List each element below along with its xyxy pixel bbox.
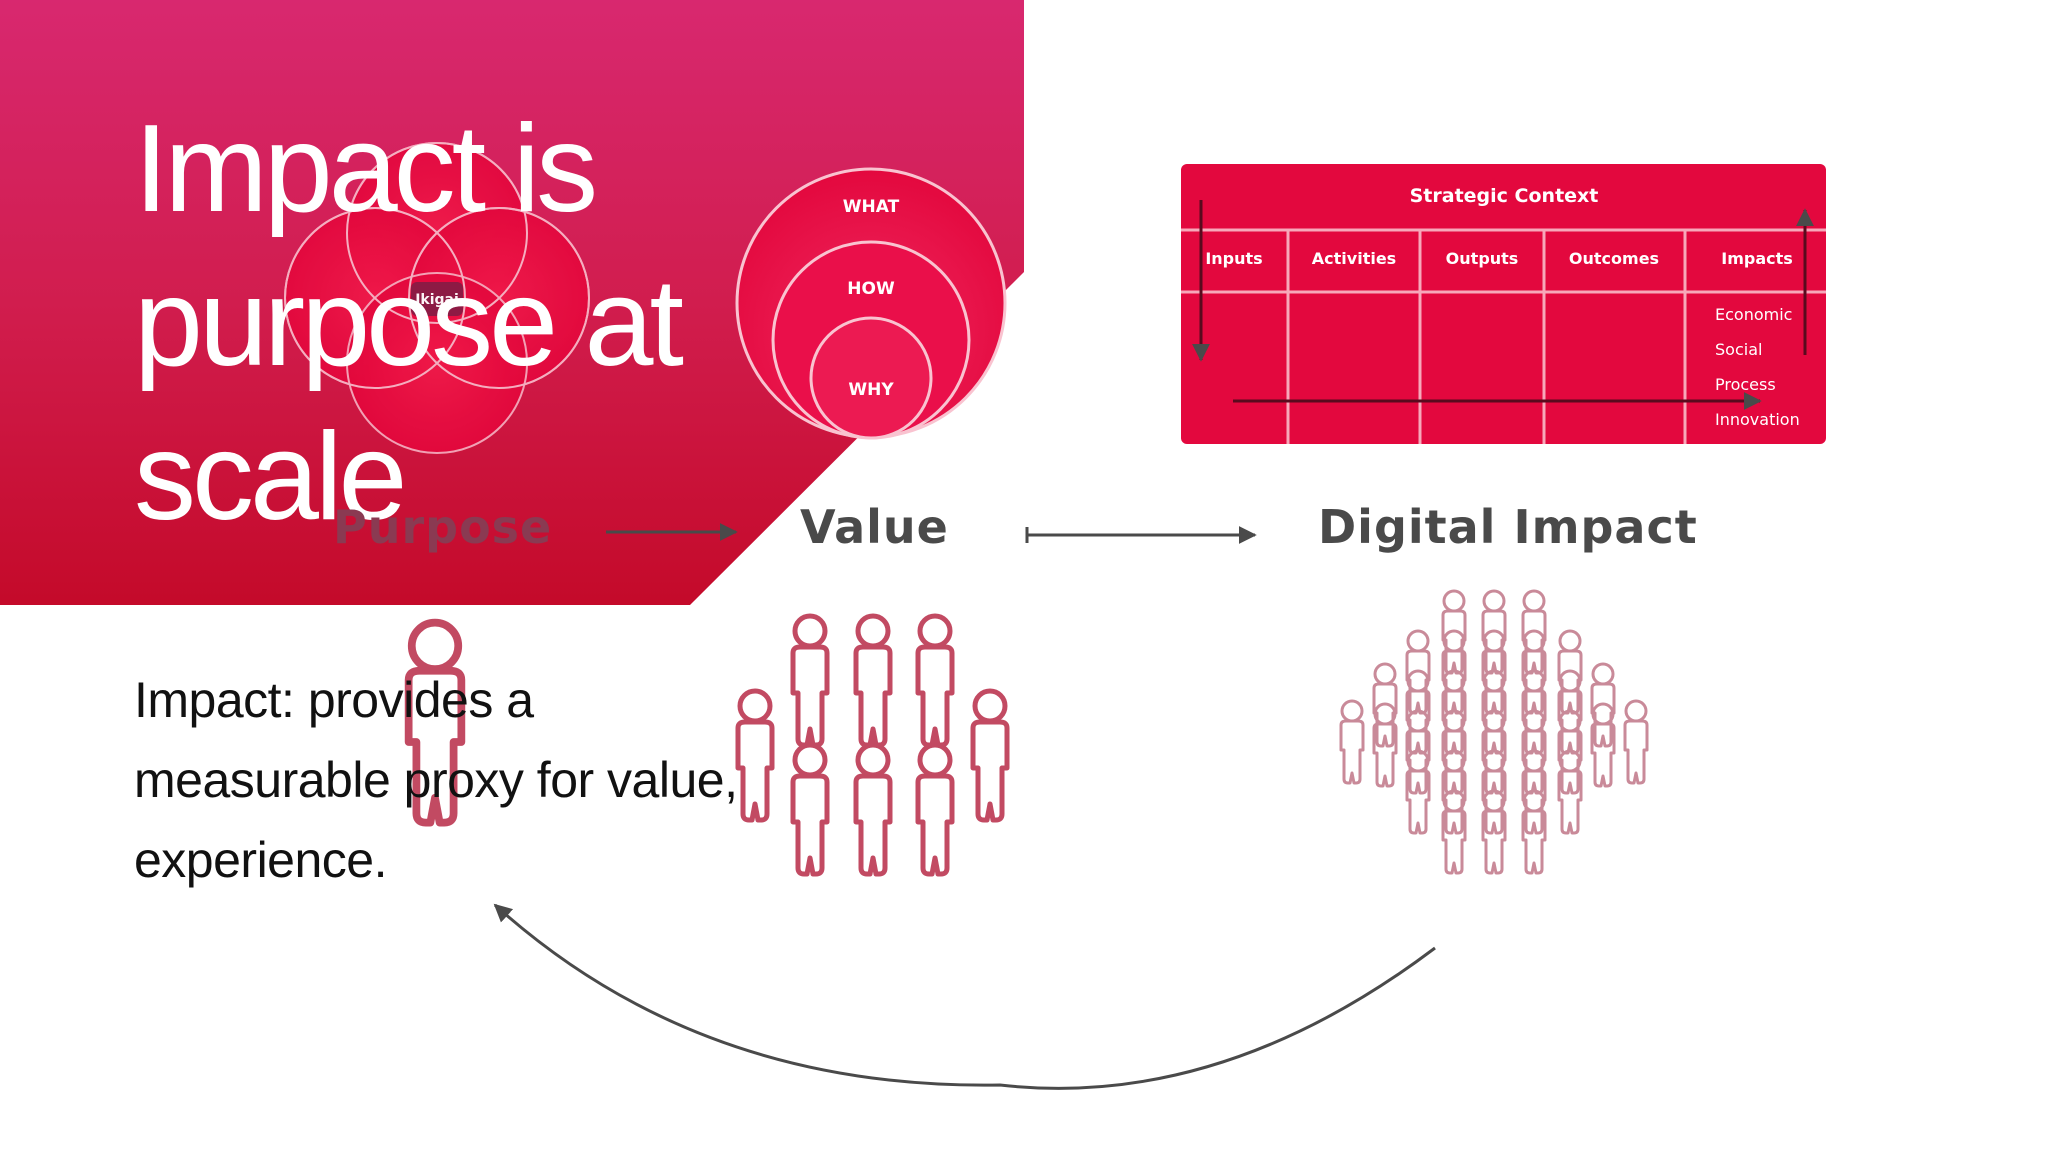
slide-title: Impact is purpose at scale — [134, 92, 894, 554]
stage-label-purpose: Purpose — [333, 500, 553, 554]
column-header-outputs: Outputs — [1446, 249, 1519, 268]
ikigai-label: Ikigai — [415, 292, 459, 308]
impact-type-innovation: Innovation — [1715, 410, 1800, 429]
stage-label-digital-impact: Digital Impact — [1318, 500, 1698, 554]
value-people-icon — [738, 616, 1007, 874]
column-header-impacts: Impacts — [1721, 249, 1793, 268]
circle-label-what: WHAT — [843, 197, 900, 217]
title-line-2: purpose at — [134, 254, 684, 392]
body-line-3: experience. — [134, 832, 388, 888]
impact-type-process: Process — [1715, 375, 1776, 394]
title-line-3: scale — [134, 408, 407, 546]
column-header-activities: Activities — [1312, 249, 1396, 268]
impact-type-social: Social — [1715, 340, 1762, 359]
ikigai-diagram: Ikigai — [284, 142, 590, 454]
golden-circle-diagram: WHAT HOW WHY — [735, 167, 1007, 440]
title-line-1: Impact is — [134, 100, 598, 238]
digital-impact-crowd-icon — [1339, 589, 1649, 875]
strategic-context-title: Strategic Context — [1410, 185, 1599, 207]
impact-type-economic: Economic — [1715, 305, 1792, 324]
crowd-person-icon — [1339, 699, 1365, 785]
body-line-1: Impact: provides a — [134, 672, 534, 728]
column-header-inputs: Inputs — [1205, 249, 1262, 268]
stage-label-value: Value — [800, 500, 949, 554]
circle-label-how: HOW — [847, 279, 895, 299]
strategic-context-table: Strategic Context Inputs Activities Outp… — [1181, 164, 1826, 444]
return-arc-arrow — [493, 903, 1436, 1090]
column-header-outcomes: Outcomes — [1569, 249, 1659, 268]
slide-body-text: Impact: provides a measurable proxy for … — [134, 660, 754, 900]
crowd-person-icon — [1623, 699, 1649, 785]
circle-label-why: WHY — [848, 380, 894, 400]
body-line-2: measurable proxy for value, — [134, 752, 738, 808]
